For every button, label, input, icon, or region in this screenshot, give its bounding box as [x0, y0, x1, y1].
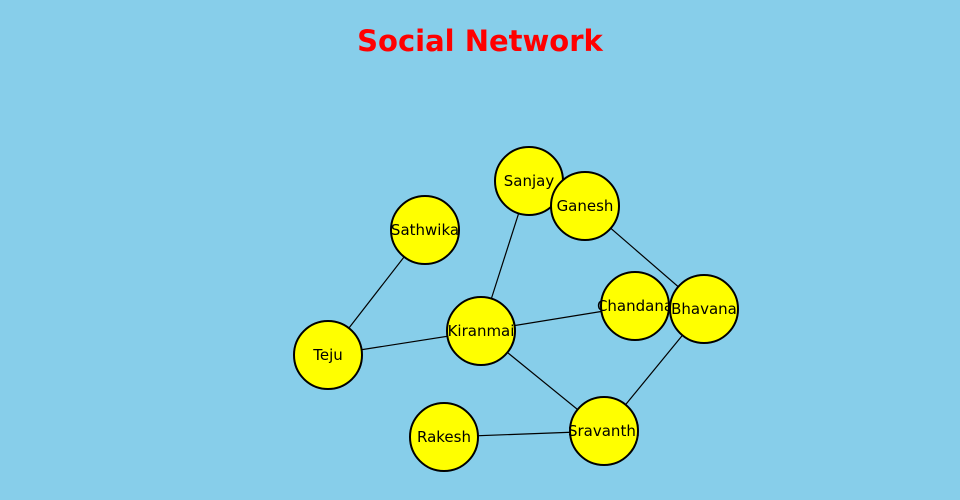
node-rakesh[interactable]: Rakesh — [409, 402, 479, 472]
node-sanjay[interactable]: Sanjay — [494, 146, 564, 216]
node-label: Sanjay — [504, 172, 555, 190]
node-label: Sravanthi — [568, 422, 640, 440]
node-label: Sathwika — [391, 221, 459, 239]
node-circle — [550, 171, 620, 241]
node-label: Bhavana — [671, 300, 737, 318]
node-kiranmai[interactable]: Kiranmai — [446, 296, 516, 366]
node-sravanthi[interactable]: Sravanthi — [568, 396, 640, 466]
node-sathwika[interactable]: Sathwika — [390, 195, 460, 265]
node-circle — [446, 296, 516, 366]
node-circle — [669, 274, 739, 344]
node-label: Rakesh — [417, 428, 471, 446]
page-title: Social Network — [357, 24, 603, 58]
node-circle — [569, 396, 639, 466]
node-circle — [409, 402, 479, 472]
node-circle — [390, 195, 460, 265]
nodes-layer: SanjayGaneshSathwikaChandanaBhavanaKiran… — [293, 146, 739, 472]
node-ganesh[interactable]: Ganesh — [550, 171, 620, 241]
node-teju[interactable]: Teju — [293, 320, 363, 390]
node-bhavana[interactable]: Bhavana — [669, 274, 739, 344]
node-circle — [293, 320, 363, 390]
node-circle — [600, 271, 670, 341]
node-label: Ganesh — [557, 197, 614, 215]
node-chandana[interactable]: Chandana — [597, 271, 673, 341]
node-label: Chandana — [597, 297, 673, 315]
node-label: Teju — [312, 346, 343, 364]
node-label: Kiranmai — [448, 322, 515, 340]
